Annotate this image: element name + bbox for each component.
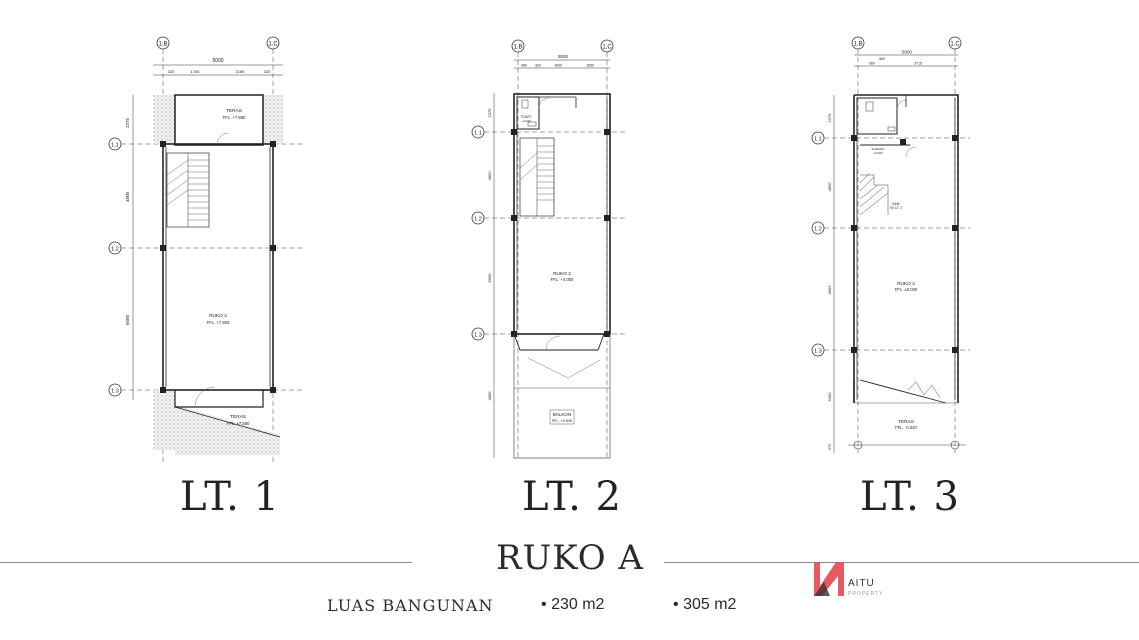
svg-text:275: 275 xyxy=(828,444,832,450)
svg-text:560: 560 xyxy=(879,57,885,61)
floor-plan-lt3: 1.B 1.C 5000 960 560 3715 2375 4800 4800… xyxy=(808,35,978,455)
svg-text:4800: 4800 xyxy=(125,191,130,202)
room-name: TERAS xyxy=(226,108,242,114)
svg-text:4800: 4800 xyxy=(487,171,492,181)
svg-text:1.3: 1.3 xyxy=(474,333,482,339)
svg-text:960: 960 xyxy=(869,62,875,66)
grid-label-right: 1.C xyxy=(268,42,278,48)
room-level: FFL. +4.050 xyxy=(551,277,574,282)
room-level: FFL. ±0.000 xyxy=(895,287,918,292)
logo-subtext: PROPERTY xyxy=(848,591,883,597)
svg-text:6500: 6500 xyxy=(125,314,130,325)
room-level: FFL. +7.580 xyxy=(223,115,246,120)
svg-text:2375: 2375 xyxy=(827,113,832,123)
plan-lt3-drawing: 1.B 1.C 5000 960 560 3715 2375 4800 4800… xyxy=(811,36,970,453)
room-name: SLEDING xyxy=(871,147,885,151)
floor-label-lt2: LT. 2 xyxy=(522,474,622,520)
svg-text:1.1: 1.1 xyxy=(111,143,119,149)
area-value-1: • 230 m2 xyxy=(541,596,605,613)
svg-text:1.B: 1.B xyxy=(513,45,522,51)
room-level: FFL. +4.030 xyxy=(552,419,573,423)
room-name: BALKON xyxy=(553,412,571,417)
logo-text: AITU xyxy=(848,578,875,589)
svg-text:4800: 4800 xyxy=(487,391,492,401)
room-level: FFL. -0.020 xyxy=(895,425,917,430)
plan-lt2-drawing: 1.B 1.C 5000 960 320 1600 1650 2375 4800… xyxy=(471,39,628,460)
floor-plan-lt2: 1.B 1.C 5000 960 320 1600 1650 2375 4800… xyxy=(468,38,638,463)
room-level: +0.000 xyxy=(873,151,883,155)
svg-text:5000: 5000 xyxy=(487,273,492,283)
svg-text:4800: 4800 xyxy=(827,285,832,295)
room-level: FFL. +7.600 xyxy=(207,320,230,325)
plan-lt1-drawing: 1.B 1.C 5000 320 1765 2185 320 2375 4800… xyxy=(108,36,305,465)
svg-text:1.C: 1.C xyxy=(950,42,960,48)
room-level: KE LT. 2 xyxy=(890,206,902,210)
svg-text:2185: 2185 xyxy=(236,69,246,74)
room-level: +4.030 xyxy=(521,119,531,123)
svg-text:320: 320 xyxy=(168,69,175,74)
area-value-2: • 305 m2 xyxy=(673,596,737,613)
svg-text:960: 960 xyxy=(521,64,527,68)
svg-text:1600: 1600 xyxy=(554,64,562,68)
floor-label-lt3: LT. 3 xyxy=(860,474,960,520)
svg-text:1.2: 1.2 xyxy=(111,247,119,253)
svg-text:320: 320 xyxy=(535,64,541,68)
svg-text:5000: 5000 xyxy=(827,392,832,402)
room-name: RUKO 2 xyxy=(553,271,571,277)
room-name: TERAS xyxy=(230,414,246,420)
svg-text:1.2: 1.2 xyxy=(474,217,482,223)
divider-right xyxy=(664,562,1139,563)
room-name: TOILET xyxy=(520,115,531,119)
dim-total: 5000 xyxy=(212,58,223,64)
svg-text:320: 320 xyxy=(264,69,271,74)
svg-text:1.B: 1.B xyxy=(853,42,862,48)
divider-left xyxy=(0,562,412,563)
room-name: RUKO 2 xyxy=(897,281,915,287)
svg-text:1.3: 1.3 xyxy=(111,389,119,395)
svg-text:1.1: 1.1 xyxy=(474,131,482,137)
room-name: NAIK xyxy=(892,202,900,206)
brand-logo: AITU PROPERTY xyxy=(812,556,902,603)
svg-text:2375: 2375 xyxy=(125,117,130,128)
svg-text:1.3: 1.3 xyxy=(814,349,822,355)
brand-logo-icon: AITU PROPERTY xyxy=(814,562,883,597)
svg-text:5000: 5000 xyxy=(558,54,569,59)
room-level: FFL. +7.580 xyxy=(227,421,250,426)
room-name: TERAS xyxy=(898,419,914,425)
floor-label-lt1: LT. 1 xyxy=(180,474,280,520)
svg-text:1.2: 1.2 xyxy=(814,227,822,233)
svg-text:4800: 4800 xyxy=(827,182,832,192)
floor-plan-lt1: 1.B 1.C 5000 320 1765 2185 320 2375 4800… xyxy=(105,35,315,465)
svg-text:5000: 5000 xyxy=(902,50,913,55)
bullet-dot-icon: • xyxy=(541,596,547,613)
svg-text:1765: 1765 xyxy=(191,69,201,74)
svg-text:2375: 2375 xyxy=(487,108,492,118)
grid-label-left: 1.B xyxy=(158,42,167,48)
svg-text:1650: 1650 xyxy=(586,64,594,68)
svg-text:1.C: 1.C xyxy=(602,45,612,51)
bullet-dot-icon: • xyxy=(673,596,679,613)
room-name: RUKO 2 xyxy=(209,313,227,319)
svg-text:1.1: 1.1 xyxy=(814,137,822,143)
page-title: RUKO A xyxy=(496,538,644,578)
svg-text:3715: 3715 xyxy=(914,62,922,66)
building-area-label: LUAS BANGUNAN xyxy=(327,596,494,615)
